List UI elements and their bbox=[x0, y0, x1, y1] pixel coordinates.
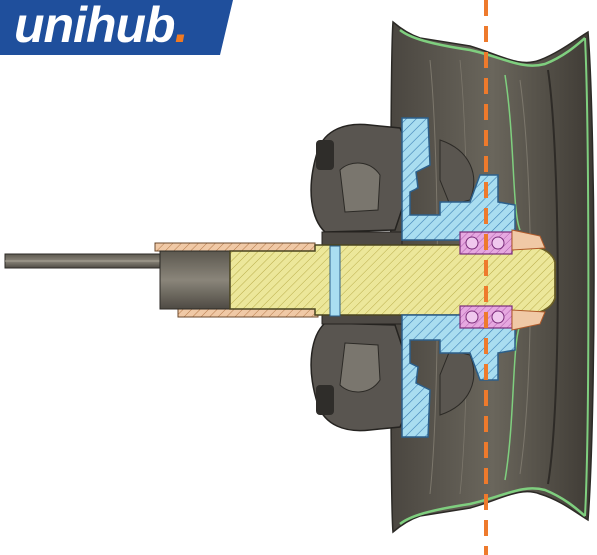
seal-rings bbox=[511, 229, 546, 331]
logo-text: unihub. bbox=[14, 0, 189, 56]
logo-background bbox=[0, 0, 233, 55]
ball-bearing-icon bbox=[465, 236, 479, 250]
axle-spindle bbox=[229, 244, 556, 316]
logo-word: unihub bbox=[14, 0, 176, 53]
ball-bearing-icon bbox=[491, 236, 505, 250]
ball-bearing-icon bbox=[491, 310, 505, 324]
ball-bearing-icon bbox=[465, 310, 479, 324]
logo-dot: . bbox=[174, 0, 189, 53]
drive-shaft bbox=[4, 253, 166, 269]
brand-logo: unihub. bbox=[0, 0, 233, 55]
